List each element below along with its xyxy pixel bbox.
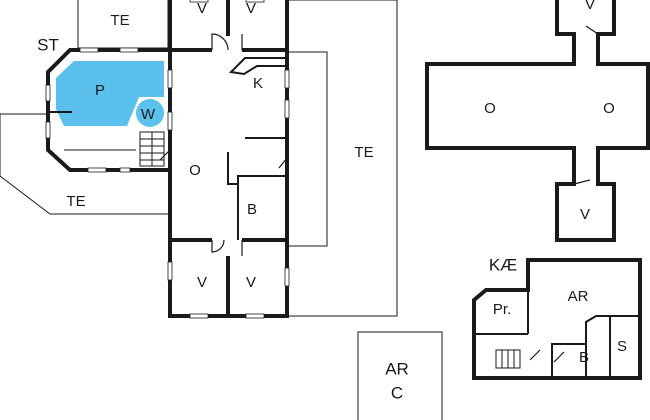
label-st: ST xyxy=(37,35,59,54)
label-v1: V xyxy=(197,0,207,17)
label-w: W xyxy=(141,106,156,123)
label-v3: V xyxy=(197,274,207,291)
label-te-right: TE xyxy=(354,144,373,161)
label-v-cross-bottom: V xyxy=(580,206,590,223)
label-b-main: B xyxy=(247,201,257,218)
label-v-cross-top: V xyxy=(585,0,595,13)
label-te-top: TE xyxy=(110,12,129,29)
annex-arc xyxy=(357,331,443,420)
basement-walls xyxy=(472,258,642,380)
label-arc-line2: C xyxy=(391,383,403,402)
label-o-cross-left: O xyxy=(484,100,496,117)
label-arc-line1: AR xyxy=(385,359,409,378)
cross-building xyxy=(425,0,650,242)
label-v4: V xyxy=(246,274,256,291)
label-k: K xyxy=(253,75,263,92)
label-ar-basement: AR xyxy=(568,288,589,305)
main-house-walls xyxy=(167,0,290,319)
label-kae: KÆ xyxy=(489,255,517,274)
label-b-basement: B xyxy=(579,349,589,366)
whirlpool xyxy=(136,99,164,127)
label-s-basement: S xyxy=(617,338,627,355)
label-pr: Pr. xyxy=(493,301,511,318)
label-te-left: TE xyxy=(66,193,85,210)
pool xyxy=(56,61,164,126)
label-o-cross-right: O xyxy=(603,100,615,117)
label-p: P xyxy=(95,82,105,99)
label-o-main: O xyxy=(189,162,201,179)
label-v2: V xyxy=(246,0,256,17)
stairs xyxy=(139,131,165,167)
sunroom-walls xyxy=(45,47,170,173)
doors xyxy=(159,33,288,256)
